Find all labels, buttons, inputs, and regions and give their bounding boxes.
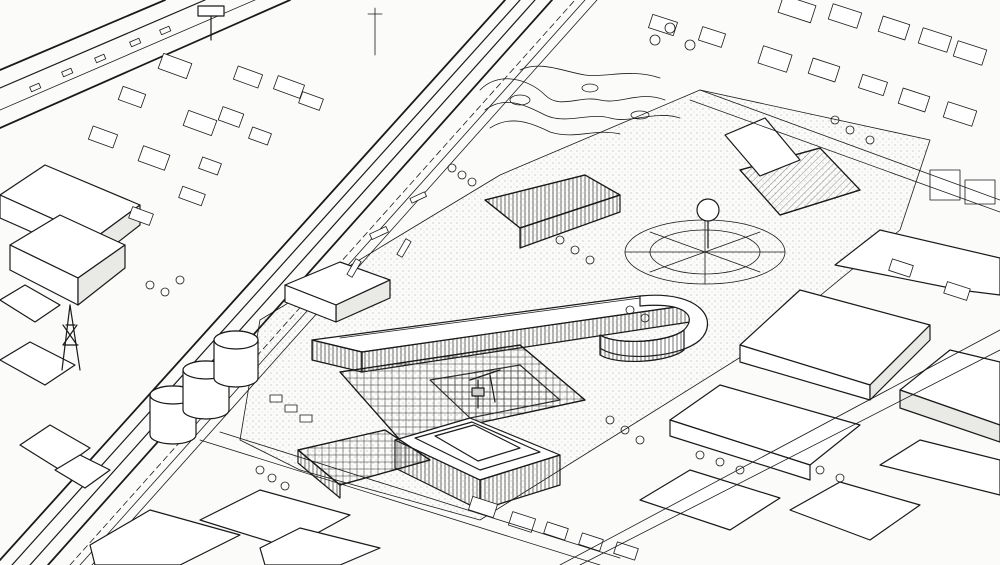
lower-left-hall bbox=[297, 429, 431, 499]
upper-left-buildings bbox=[87, 52, 324, 226]
lower-right-blocks bbox=[639, 384, 1000, 541]
utility-pole bbox=[367, 7, 383, 56]
storage-silos bbox=[149, 330, 259, 445]
vehicles bbox=[269, 191, 427, 423]
crane bbox=[469, 369, 501, 409]
top-left-highway bbox=[0, 0, 291, 129]
right-top-residential bbox=[648, 0, 988, 127]
long-bar-building bbox=[311, 294, 709, 373]
radio-tower bbox=[61, 304, 81, 371]
right-warehouses bbox=[739, 229, 1000, 443]
upper-greenhouse bbox=[484, 117, 861, 249]
city-streets bbox=[199, 89, 1000, 565]
billboard bbox=[197, 5, 225, 41]
trees bbox=[145, 22, 875, 491]
bottom-left-buildings bbox=[89, 489, 381, 565]
greenhouse-block bbox=[339, 344, 586, 441]
bottom-center-buildings bbox=[468, 495, 639, 561]
landscape-park bbox=[479, 65, 681, 136]
warehouse-center-left bbox=[284, 261, 391, 323]
water-tower bbox=[696, 198, 720, 249]
left-warehouses bbox=[0, 164, 141, 489]
right-mid-residential bbox=[888, 169, 996, 301]
